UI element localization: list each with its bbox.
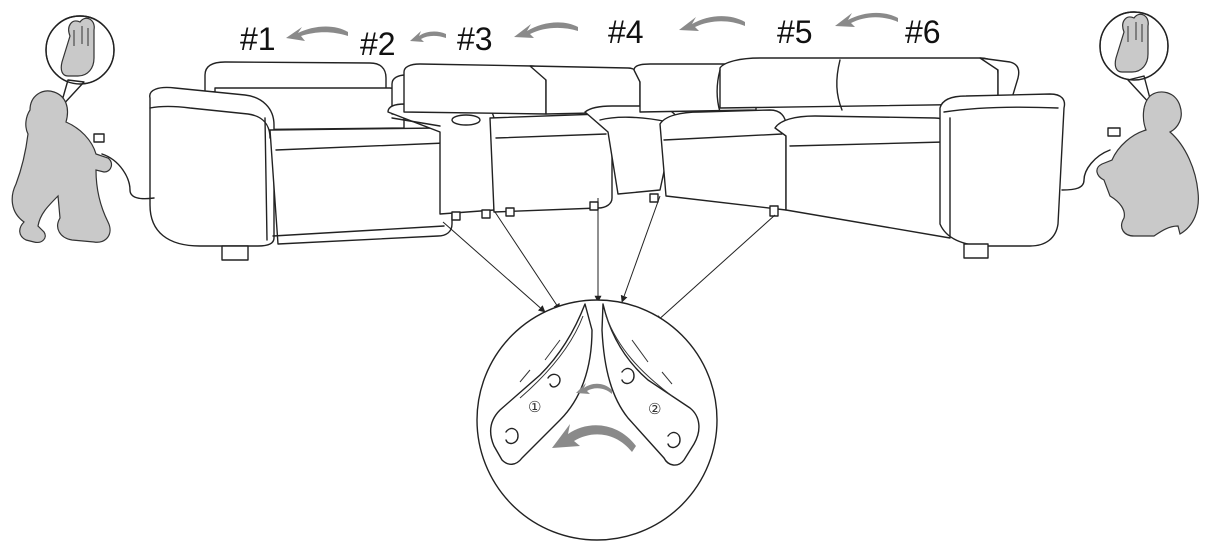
seat-label-6: #6 — [905, 14, 941, 50]
left-technician — [12, 16, 154, 242]
curved-left-arrow-icon — [286, 26, 348, 41]
power-outlet-icon — [1108, 128, 1120, 136]
sectional-sofa — [150, 58, 1065, 260]
connector-detail: ① ② — [477, 300, 717, 540]
seat-label-3: #3 — [457, 21, 493, 57]
step-1-label: ① — [528, 398, 541, 416]
curved-left-arrow-icon — [679, 16, 745, 31]
seat-label-4: #4 — [608, 14, 644, 50]
seat-label-5: #5 — [777, 14, 813, 50]
crouching-person-icon — [12, 91, 111, 242]
seat-label-2: #2 — [360, 26, 396, 62]
crouching-person-icon — [1097, 92, 1198, 236]
curved-left-arrow-icon — [514, 22, 578, 38]
right-technician — [1062, 12, 1198, 236]
step-2-label: ② — [648, 400, 661, 418]
curved-left-arrow-icon — [835, 13, 898, 27]
power-outlet-icon — [94, 134, 104, 142]
seat-label-1: #1 — [240, 21, 276, 57]
curved-left-arrow-icon — [410, 31, 446, 42]
